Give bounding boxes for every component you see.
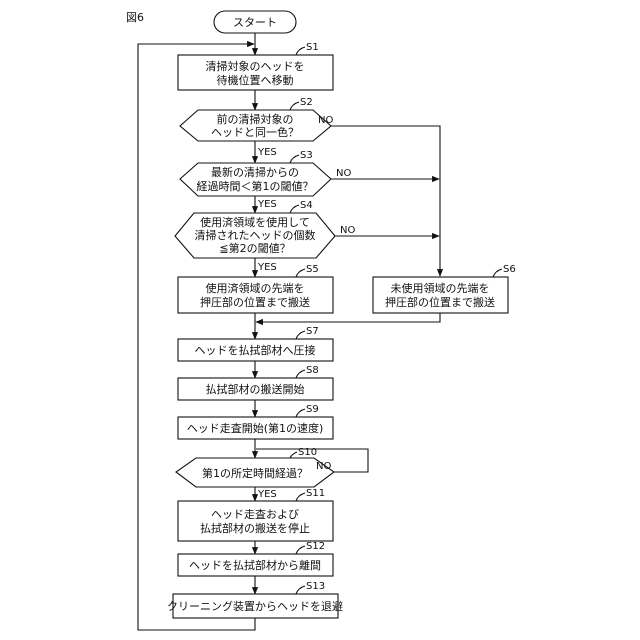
label-s13: S13	[306, 581, 325, 592]
label-s8: S8	[306, 365, 319, 376]
decision-s10: 第1の所定時間経過？	[176, 458, 334, 487]
label-s11: S11	[306, 488, 325, 499]
yes-label-s2: YES	[257, 147, 277, 158]
s3-line-2: 経過時間＜第1の閾値？	[197, 179, 314, 193]
step-s13: クリーニング装置からヘッドを退避	[167, 594, 343, 618]
step-s12: ヘッドを払拭部材から離間	[178, 554, 333, 576]
s11-line-1: ヘッド走査および	[211, 507, 299, 521]
label-s4: S4	[300, 200, 313, 211]
s10-line-1: 第1の所定時間経過？	[202, 466, 308, 480]
label-s5: S5	[306, 264, 319, 275]
s4-line-3: ≦第2の閾値？	[219, 241, 290, 255]
decision-s2: 前の清掃対象の ヘッドと同一色？	[180, 110, 331, 141]
yes-label-s3: YES	[257, 199, 277, 210]
s3-line-1: 最新の清掃からの	[211, 165, 299, 179]
s7-line-1: ヘッドを払拭部材へ圧接	[195, 343, 316, 357]
step-s6: 未使用領域の先端を 押圧部の位置まで搬送	[373, 277, 508, 313]
decision-s4: 使用済領域を使用して 清掃されたヘッドの個数 ≦第2の閾値？	[175, 213, 335, 258]
no-label-s2: NO	[318, 115, 333, 126]
start-label: スタート	[233, 16, 277, 29]
no-label-s10: NO	[316, 461, 331, 472]
step-s7: ヘッドを払拭部材へ圧接	[178, 339, 333, 361]
label-s3: S3	[300, 150, 313, 161]
s11-line-2: 払拭部材の搬送を停止	[200, 521, 310, 535]
no-label-s3: NO	[336, 168, 351, 179]
step-s1: 清掃対象のヘッドを 待機位置へ移動	[178, 55, 333, 90]
step-s5: 使用済領域の先端を 押圧部の位置まで搬送	[178, 277, 333, 313]
step-s9: ヘッド走査開始(第1の速度)	[178, 417, 333, 439]
s5-line-2: 押圧部の位置まで搬送	[200, 295, 310, 309]
label-s6: S6	[503, 264, 516, 275]
step-s11: ヘッド走査および 払拭部材の搬送を停止	[178, 501, 333, 541]
s13-line-1: クリーニング装置からヘッドを退避	[167, 599, 343, 613]
label-s7: S7	[306, 326, 319, 337]
label-s9: S9	[306, 404, 319, 415]
s2-line-2: ヘッドと同一色？	[211, 125, 299, 139]
s6-line-2: 押圧部の位置まで搬送	[385, 295, 495, 309]
no-label-s4: NO	[340, 225, 355, 236]
s1-line-2: 待機位置へ移動	[217, 73, 294, 87]
s4-line-1: 使用済領域を使用して	[200, 215, 310, 229]
label-s12: S12	[306, 541, 325, 552]
s2-line-1: 前の清掃対象の	[217, 112, 294, 126]
start-terminal: スタート	[214, 11, 296, 33]
label-s10: S10	[298, 447, 317, 458]
s6-line-1: 未使用領域の先端を	[391, 281, 490, 295]
s9-line-1: ヘッド走査開始(第1の速度)	[187, 421, 324, 435]
yes-label-s10: YES	[257, 489, 277, 500]
s1-line-1: 清掃対象のヘッドを	[206, 59, 305, 73]
step-s8: 払拭部材の搬送開始	[178, 378, 333, 400]
s5-line-1: 使用済領域の先端を	[206, 281, 305, 295]
label-s1: S1	[306, 42, 319, 53]
s12-line-1: ヘッドを払拭部材から離間	[189, 558, 321, 572]
s8-line-1: 払拭部材の搬送開始	[206, 382, 305, 396]
yes-label-s4: YES	[257, 262, 277, 273]
decision-s3: 最新の清掃からの 経過時間＜第1の閾値？	[180, 163, 331, 196]
label-s2: S2	[300, 97, 313, 108]
s4-line-2: 清掃されたヘッドの個数	[195, 228, 316, 242]
